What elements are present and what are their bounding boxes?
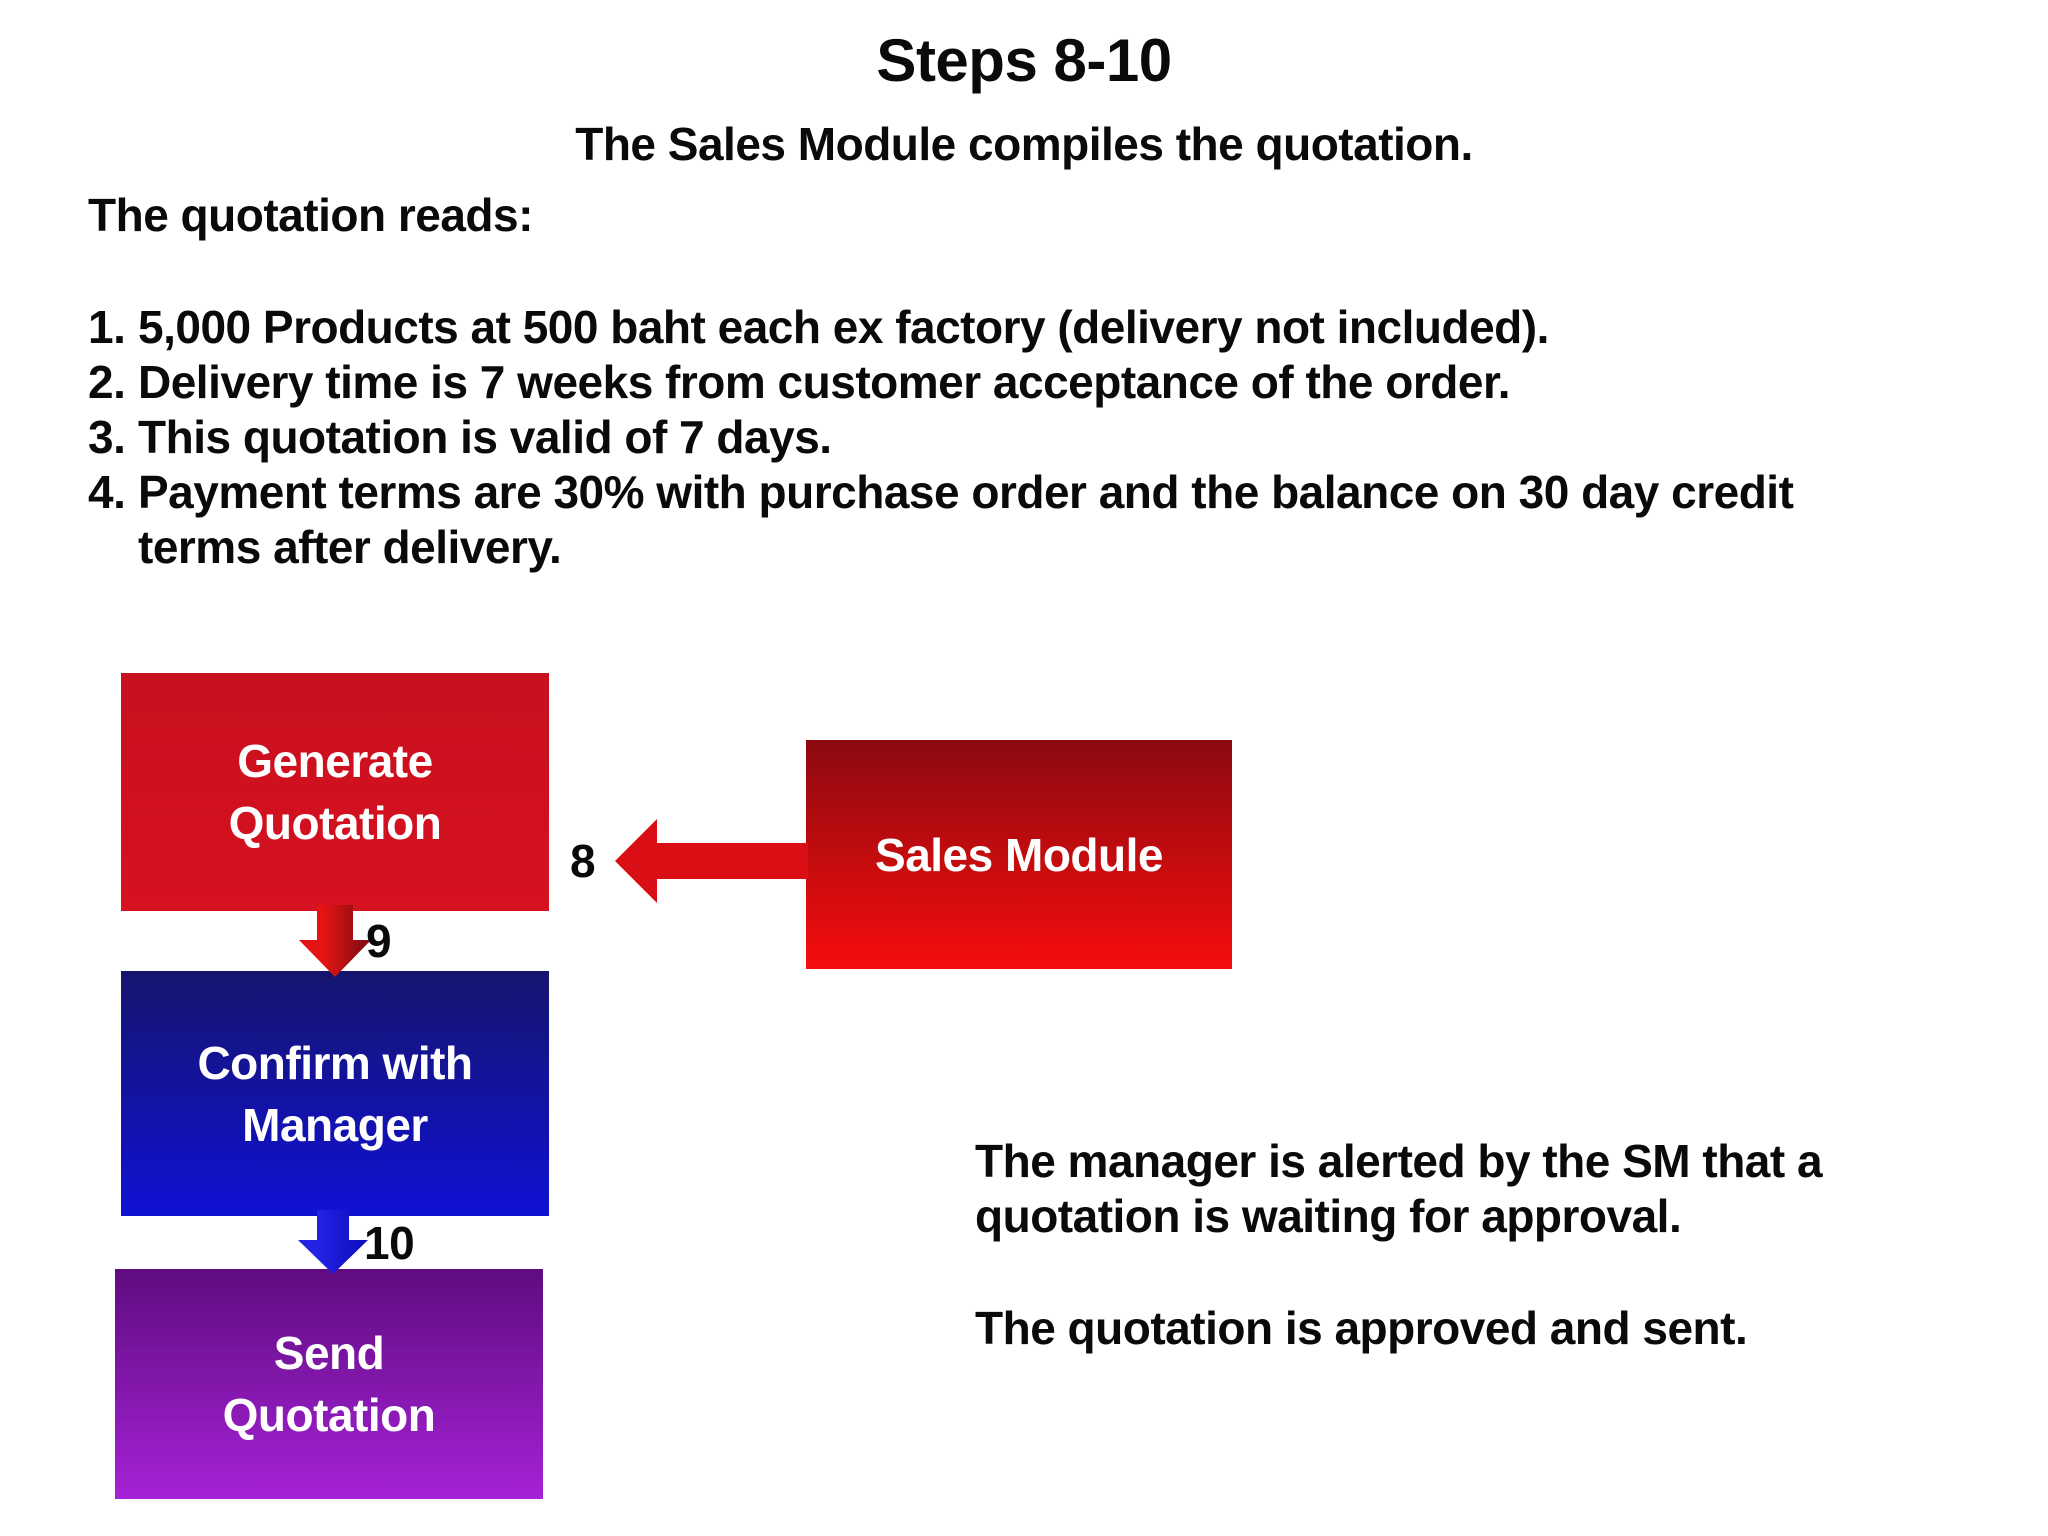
page-subtitle: The Sales Module compiles the quotation. bbox=[575, 118, 1473, 170]
send-quotation-box: Send Quotation bbox=[115, 1269, 543, 1499]
box-label-line: Generate bbox=[237, 735, 433, 787]
page-title: Steps 8-10 bbox=[876, 27, 1172, 94]
list-item-text: terms after delivery. bbox=[138, 521, 562, 573]
manager-note-line-2: quotation is waiting for approval. bbox=[975, 1190, 1682, 1242]
list-item: 3. This quotation is valid of 7 days. bbox=[88, 410, 1968, 465]
approval-note: The quotation is approved and sent. bbox=[975, 1302, 1748, 1354]
step-9-arrow-down-icon bbox=[299, 905, 371, 977]
step-10-arrow-down-icon bbox=[298, 1210, 368, 1274]
step-10-label: 10 bbox=[364, 1217, 415, 1269]
list-item-number: 2. bbox=[88, 356, 126, 408]
box-label-line: Confirm with bbox=[197, 1036, 473, 1089]
quotation-list: 1. 5,000 Products at 500 baht each ex fa… bbox=[88, 300, 1968, 575]
list-item-number: 4. bbox=[88, 466, 126, 518]
step-8-arrow-left-icon bbox=[615, 819, 808, 903]
box-label-line: Manager bbox=[242, 1098, 428, 1151]
box-label-line: Sales Module bbox=[875, 828, 1163, 881]
confirm-with-manager-box: Confirm with Manager bbox=[121, 971, 549, 1216]
box-label-line: Quotation bbox=[228, 797, 442, 849]
list-item: terms after delivery. bbox=[88, 520, 1968, 575]
list-item-number: 1. bbox=[88, 301, 126, 353]
generate-quotation-box: Generate Quotation bbox=[121, 673, 549, 911]
sales-module-box: Sales Module bbox=[806, 740, 1232, 969]
list-item-number: 3. bbox=[88, 411, 126, 463]
box-label-line: Send bbox=[273, 1327, 385, 1379]
list-item-text: This quotation is valid of 7 days. bbox=[138, 411, 832, 463]
list-item-text: 5,000 Products at 500 baht each ex facto… bbox=[138, 301, 1549, 353]
step-9-label: 9 bbox=[366, 915, 392, 967]
intro-text: The quotation reads: bbox=[88, 189, 533, 241]
list-item-number bbox=[88, 520, 138, 575]
list-item: 4. Payment terms are 30% with purchase o… bbox=[88, 465, 1968, 520]
box-label-line: Quotation bbox=[222, 1389, 436, 1441]
manager-note-line-1: The manager is alerted by the SM that a bbox=[975, 1135, 1823, 1187]
step-8-label: 8 bbox=[570, 835, 596, 887]
list-item: 1. 5,000 Products at 500 baht each ex fa… bbox=[88, 300, 1968, 355]
list-item-text: Payment terms are 30% with purchase orde… bbox=[138, 466, 1794, 518]
list-item: 2. Delivery time is 7 weeks from custome… bbox=[88, 355, 1968, 410]
list-item-text: Delivery time is 7 weeks from customer a… bbox=[138, 356, 1511, 408]
